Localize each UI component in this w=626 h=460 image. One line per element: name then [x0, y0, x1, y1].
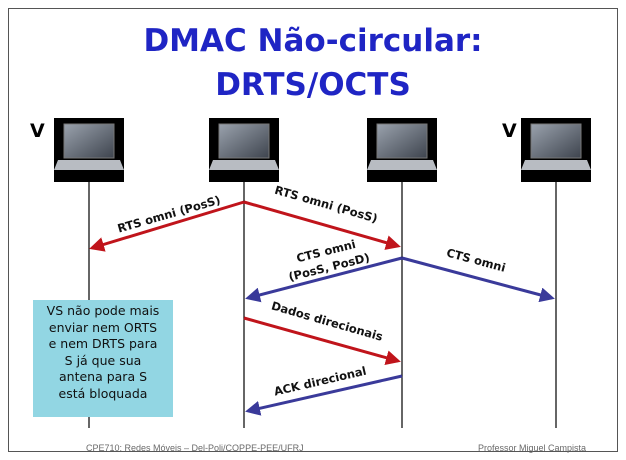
- data-label: Dados direcionais: [270, 299, 385, 344]
- node-label-left: V: [30, 120, 45, 142]
- laptop-icon-2: [209, 118, 279, 182]
- info-box-line: está bloquada: [58, 385, 148, 401]
- info-box-line: antena para S: [58, 369, 148, 384]
- ack-arrow: [245, 374, 403, 416]
- slide-title-line-2: DRTS/OCTS: [215, 67, 411, 103]
- info-box-line: S já que sua: [64, 352, 142, 368]
- data-arrow: [243, 316, 401, 365]
- laptop-icon-4: [521, 118, 591, 182]
- footer-course: CPE710: Redes Móveis – Del-Poli/COPPE-PE…: [86, 443, 304, 453]
- cts-right-label: CTS omni: [445, 246, 507, 275]
- cts-arrow-right: [401, 256, 555, 303]
- node-label-right: V: [502, 120, 517, 142]
- rts-arrow-right: [243, 200, 401, 250]
- info-box-line: VS não pode mais: [46, 303, 160, 318]
- laptop-icon-1: [54, 118, 124, 182]
- cts-arrow-left: [245, 256, 403, 303]
- footer-professor: Professor Miguel Campista: [478, 443, 587, 453]
- rts-right-label: RTS omni (PosS): [273, 183, 379, 226]
- rts-arrow-left: [89, 200, 245, 252]
- slide-title-line-1: DMAC Não-circular:: [143, 23, 483, 59]
- info-box-line: enviar nem ORTS: [48, 319, 158, 335]
- info-box-line: e nem DRTS para: [48, 336, 158, 351]
- laptop-icon-3: [367, 118, 437, 182]
- slide-frame: [8, 8, 618, 452]
- info-box: VS não pode mais enviar nem ORTS e nem D…: [33, 300, 173, 417]
